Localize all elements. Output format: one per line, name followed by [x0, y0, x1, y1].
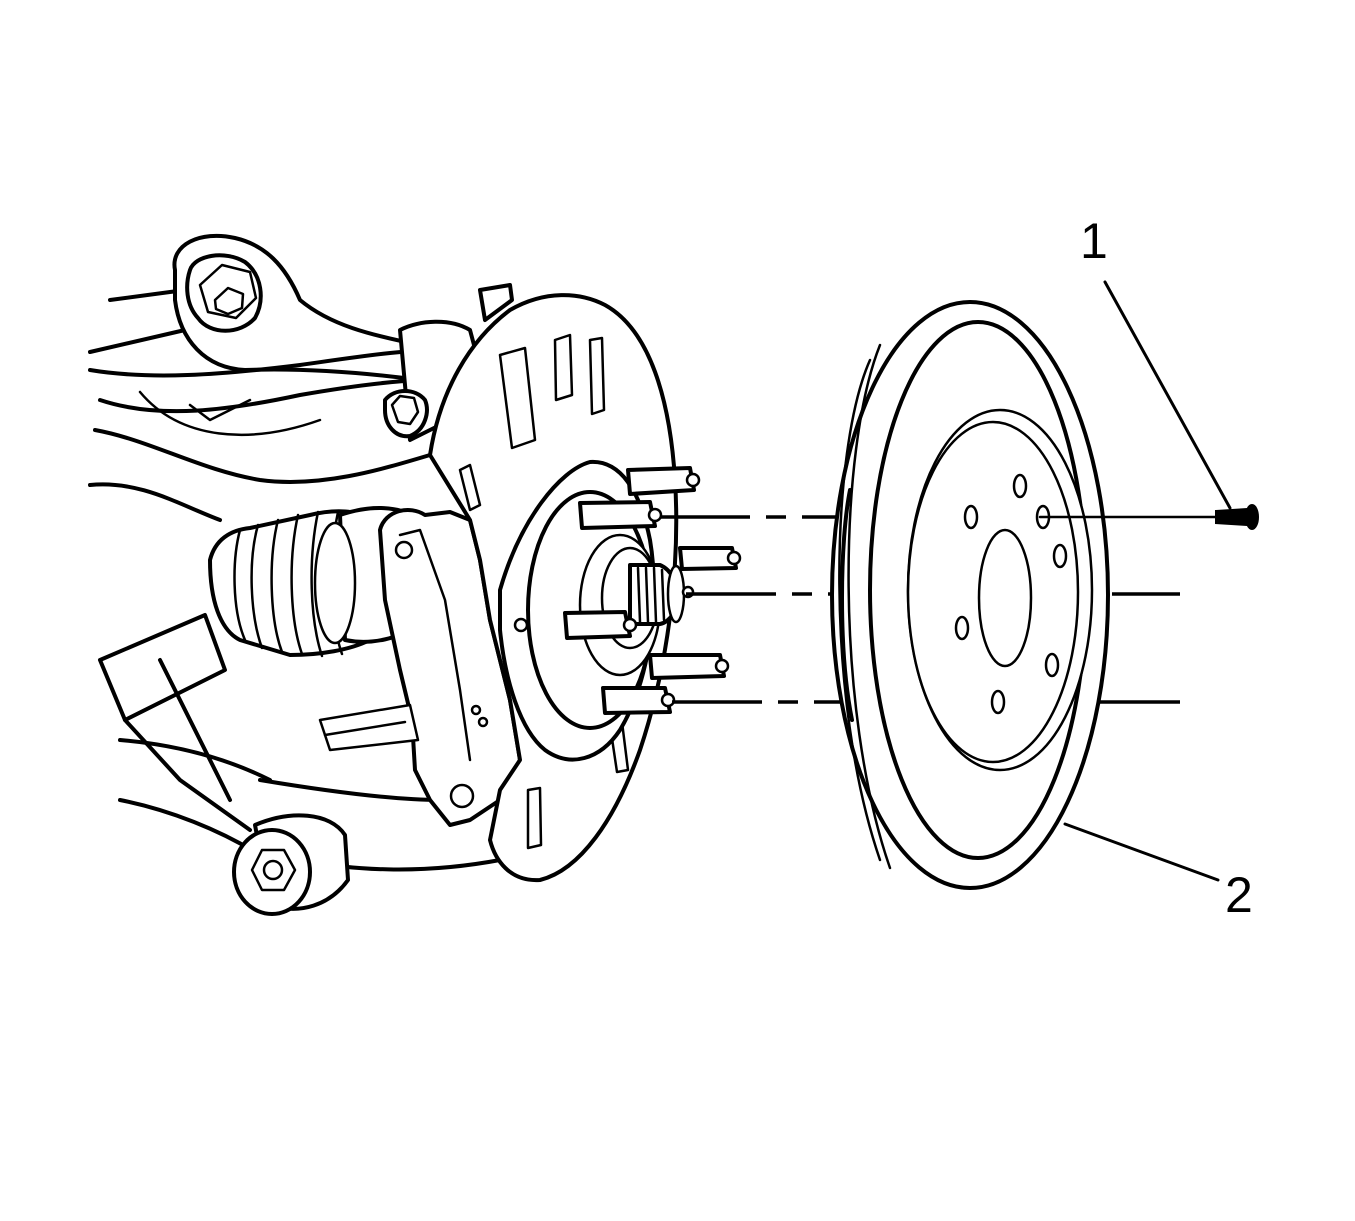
rotor-center-bore [977, 528, 1033, 668]
brake-rotor [830, 300, 1110, 890]
wheel-studs [563, 466, 742, 715]
lug-hole [963, 504, 979, 530]
rotor-retaining-screw [1038, 504, 1259, 530]
caliper-bracket [318, 508, 522, 827]
drive-axle-boot [208, 506, 427, 658]
lug-hole [954, 615, 970, 641]
callout-1: 1 [1080, 213, 1232, 510]
lower-control-arm [98, 613, 502, 916]
lug-hole [1012, 473, 1028, 499]
lug-hole [990, 689, 1006, 715]
lug-hole [1052, 543, 1068, 569]
suspension-assembly [88, 233, 742, 916]
steering-knuckle [88, 283, 514, 522]
callout-1-label: 1 [1080, 213, 1108, 269]
callout-2-label: 2 [1225, 867, 1253, 923]
upper-control-arm [88, 233, 442, 437]
lug-hole [1044, 652, 1060, 678]
callout-2: 2 [1063, 822, 1253, 923]
